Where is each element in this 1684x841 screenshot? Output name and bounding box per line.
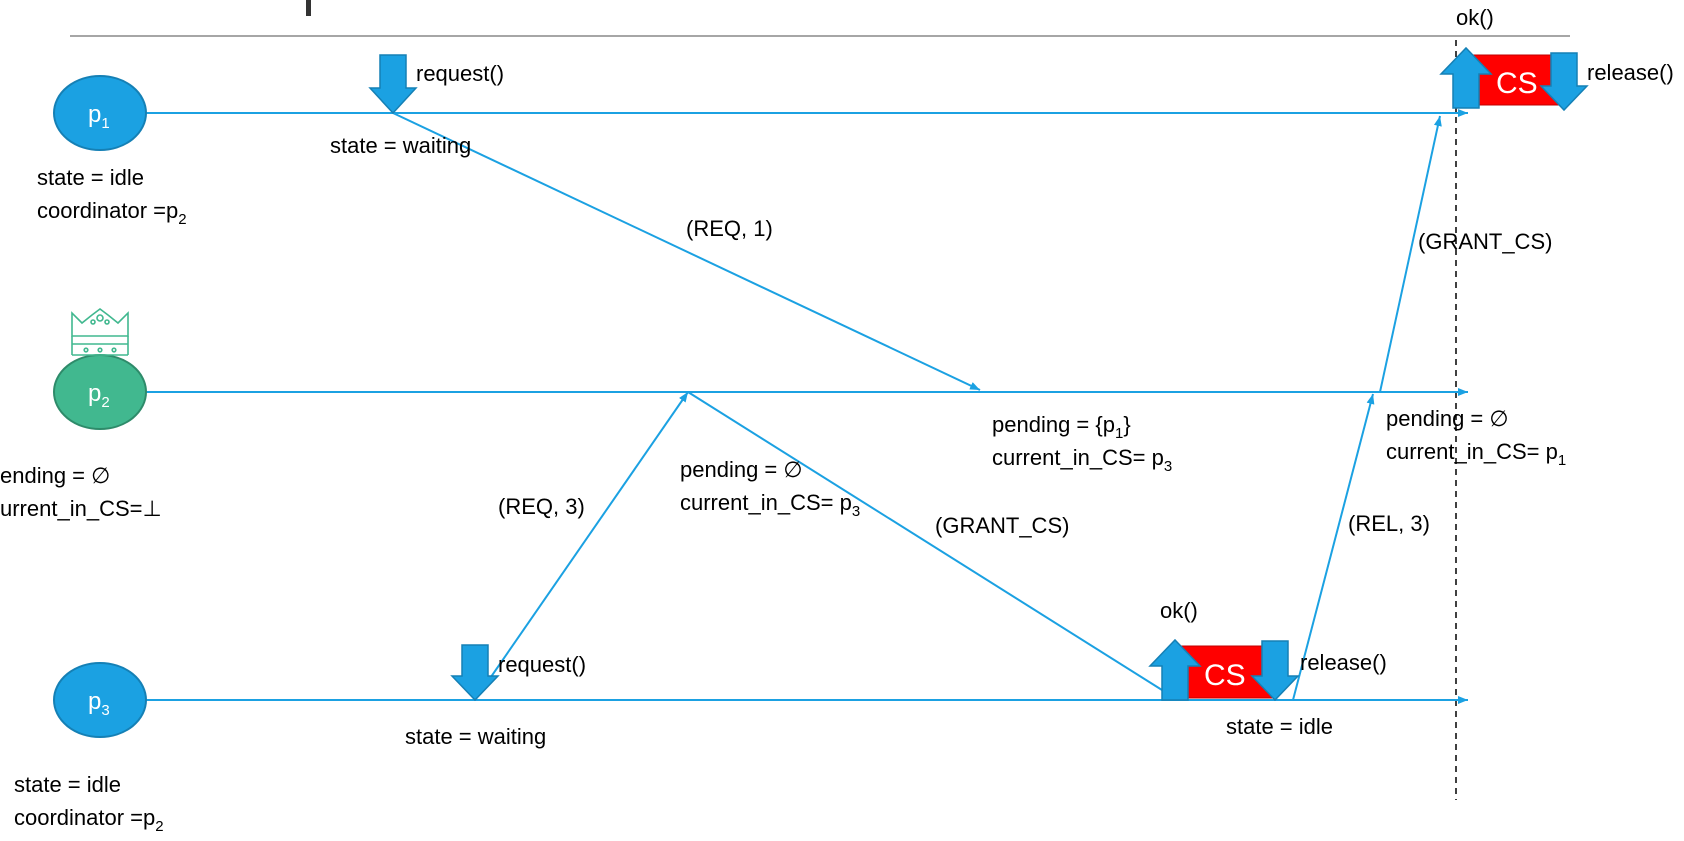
p1-release-label: release() [1587, 60, 1674, 85]
p1-cs-label: CS [1496, 67, 1538, 100]
p1-request-arrow-icon [368, 54, 418, 115]
msg-grant-p3 [687, 391, 1163, 691]
msg-req1-label: (REQ, 1) [686, 216, 773, 241]
p2-pending-label: ending = ∅ [0, 463, 110, 488]
msg-req3-label: (REQ, 3) [498, 494, 585, 519]
p3-coordinator-label: coordinator =p2 [14, 805, 164, 835]
process-p1-node: p1 [53, 75, 147, 151]
p1-ok-up-arrow-icon [1439, 46, 1493, 109]
p1-state-label: state = idle [37, 165, 144, 190]
p3-state-label: state = idle [14, 772, 121, 797]
p3-release-down-arrow-icon [1250, 640, 1300, 702]
p3-request-arrow-icon [450, 644, 500, 702]
p3-waiting-label: state = waiting [405, 724, 546, 749]
p3-ok-label: ok() [1160, 598, 1198, 623]
p3-ok-up-arrow-icon [1148, 638, 1202, 701]
p3-cs-label: CS [1204, 659, 1246, 692]
coord-after-req3-current: current_in_CS= p3 [680, 490, 860, 520]
msg-grant-p1 [1379, 115, 1442, 393]
process-p2-node: p2 [53, 354, 147, 430]
p1-ok-label: ok() [1456, 5, 1494, 30]
msg-req3 [474, 391, 689, 701]
p1-coordinator-label: coordinator =p2 [37, 198, 187, 228]
msg-req1 [392, 112, 981, 391]
p1-request-label: request() [416, 61, 504, 86]
p3-release-label: release() [1300, 650, 1387, 675]
p3-request-label: request() [498, 652, 586, 677]
msg-grant-p1-label: (GRANT_CS) [1418, 229, 1552, 254]
coord-after-rel3-current: current_in_CS= p1 [1386, 439, 1566, 469]
coord-after-rel3-pending: pending = ∅ [1386, 406, 1509, 431]
p2-current-label: urrent_in_CS=⊥ [0, 496, 162, 521]
p3-idle-label: state = idle [1226, 714, 1333, 739]
header-fragment [306, 0, 311, 16]
crown-icon [71, 308, 129, 356]
msg-rel3-label: (REL, 3) [1348, 511, 1430, 536]
msg-rel3 [1292, 393, 1375, 701]
coord-after-req1-current: current_in_CS= p3 [992, 445, 1172, 475]
p1-release-down-arrow-icon [1539, 52, 1589, 112]
coord-after-req3-pending: pending = ∅ [680, 457, 803, 482]
svg-text:p3: p3 [88, 688, 110, 719]
process-p3-node: p3 [53, 662, 147, 738]
msg-grant-p3-label: (GRANT_CS) [935, 513, 1069, 538]
coord-after-req1-pending: pending = {p1} [992, 412, 1131, 442]
svg-text:p1: p1 [88, 101, 110, 132]
p1-waiting-label: state = waiting [330, 133, 471, 158]
svg-text:p2: p2 [88, 380, 110, 411]
